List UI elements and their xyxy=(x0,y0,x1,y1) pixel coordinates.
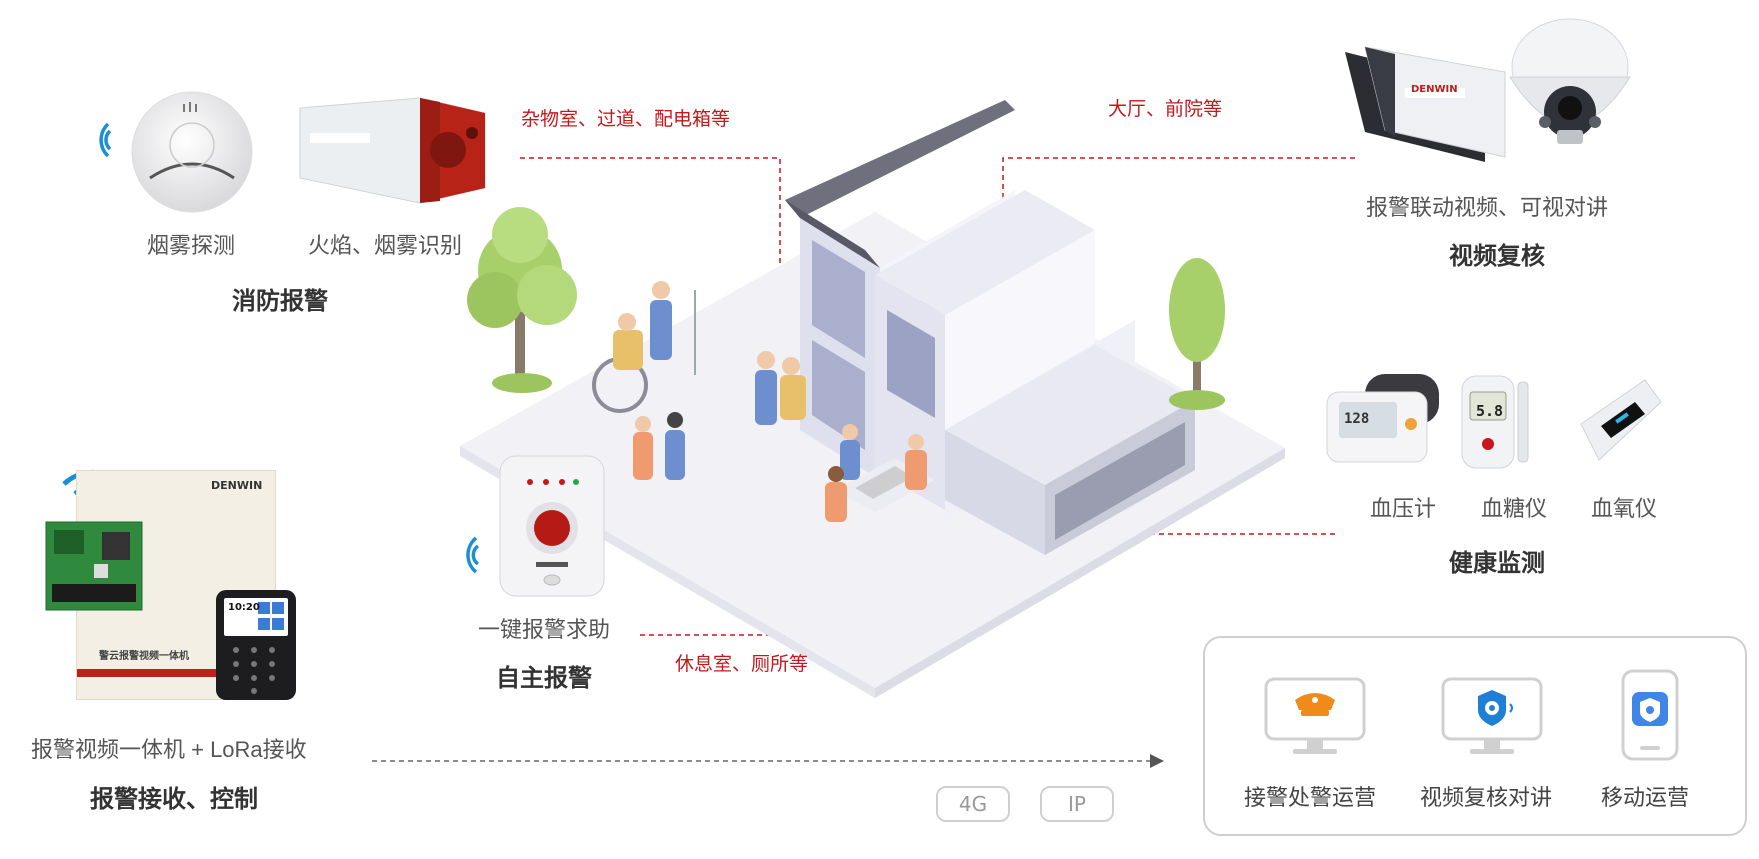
bp-screen-reading: 128 xyxy=(1344,411,1370,427)
alarm-dispatch-ops-label: 接警处警运营 xyxy=(1244,785,1377,810)
blood-pressure-label: 血压计 xyxy=(1370,496,1437,521)
wireless-signal-icon xyxy=(99,122,112,158)
arrow-head xyxy=(1150,754,1164,768)
host-product-name: 警云报警视频一体机 xyxy=(99,651,189,662)
video-verification-title: 视频复核 xyxy=(1449,243,1545,270)
video-cameras-image xyxy=(1345,18,1631,162)
glucose-meter-image xyxy=(1461,375,1529,469)
smoke-detector-image xyxy=(131,91,253,213)
camera-brand-logo: DENWIN xyxy=(1411,84,1458,95)
lora-circuit-board-image xyxy=(45,521,143,611)
police-cap-monitor-icon[interactable] xyxy=(1263,676,1367,758)
people-walking xyxy=(633,412,685,480)
network-tag-4g: 4G xyxy=(936,786,1010,822)
host-brand-logo: DENWIN xyxy=(211,479,263,492)
wireless-signal-icon xyxy=(466,536,480,574)
alarm-receive-control-title: 报警接收、控制 xyxy=(90,786,258,813)
glucose-screen-reading: 5.8 xyxy=(1476,402,1504,420)
smoke-detection-label: 烟雾探测 xyxy=(147,233,236,258)
people-chess xyxy=(825,424,935,522)
fire-alarm-title: 消防报警 xyxy=(232,288,328,315)
self-alarm-title: 自主报警 xyxy=(496,665,592,692)
video-linkage-label: 报警联动视频、可视对讲 xyxy=(1366,195,1609,220)
glucose-meter-label: 血糖仪 xyxy=(1481,496,1548,521)
video-verify-intercom-label: 视频复核对讲 xyxy=(1420,785,1553,810)
health-monitoring-title: 健康监测 xyxy=(1449,550,1545,577)
people-wheelchair xyxy=(592,281,696,413)
one-key-alarm-label: 一键报警求助 xyxy=(478,617,611,642)
red-stripe xyxy=(77,669,275,677)
location-storage-label: 杂物室、过道、配电箱等 xyxy=(521,109,731,130)
mobile-app-icon[interactable] xyxy=(1620,668,1680,762)
people-helping xyxy=(755,351,806,425)
panic-button-image xyxy=(499,455,605,597)
location-hall-label: 大厅、前院等 xyxy=(1108,99,1223,120)
flame-smoke-recognition-label: 火焰、烟雾识别 xyxy=(308,233,463,258)
location-rest-label: 休息室、厕所等 xyxy=(675,654,809,675)
pulse-oximeter-image xyxy=(1580,379,1662,461)
keypad-controller-image xyxy=(216,590,296,700)
blood-pressure-monitor-image xyxy=(1326,374,1439,463)
shield-video-monitor-icon[interactable] xyxy=(1440,676,1544,758)
mobile-ops-label: 移动运营 xyxy=(1601,785,1690,810)
oximeter-label: 血氧仪 xyxy=(1591,496,1658,521)
keypad-time: 10:20 xyxy=(228,602,260,613)
network-tag-ip: IP xyxy=(1040,786,1114,822)
host-device-label: 报警视频一体机 + LoRa接收 xyxy=(31,737,307,762)
building-illustration xyxy=(460,100,1285,698)
flame-smoke-camera-image xyxy=(299,97,486,204)
